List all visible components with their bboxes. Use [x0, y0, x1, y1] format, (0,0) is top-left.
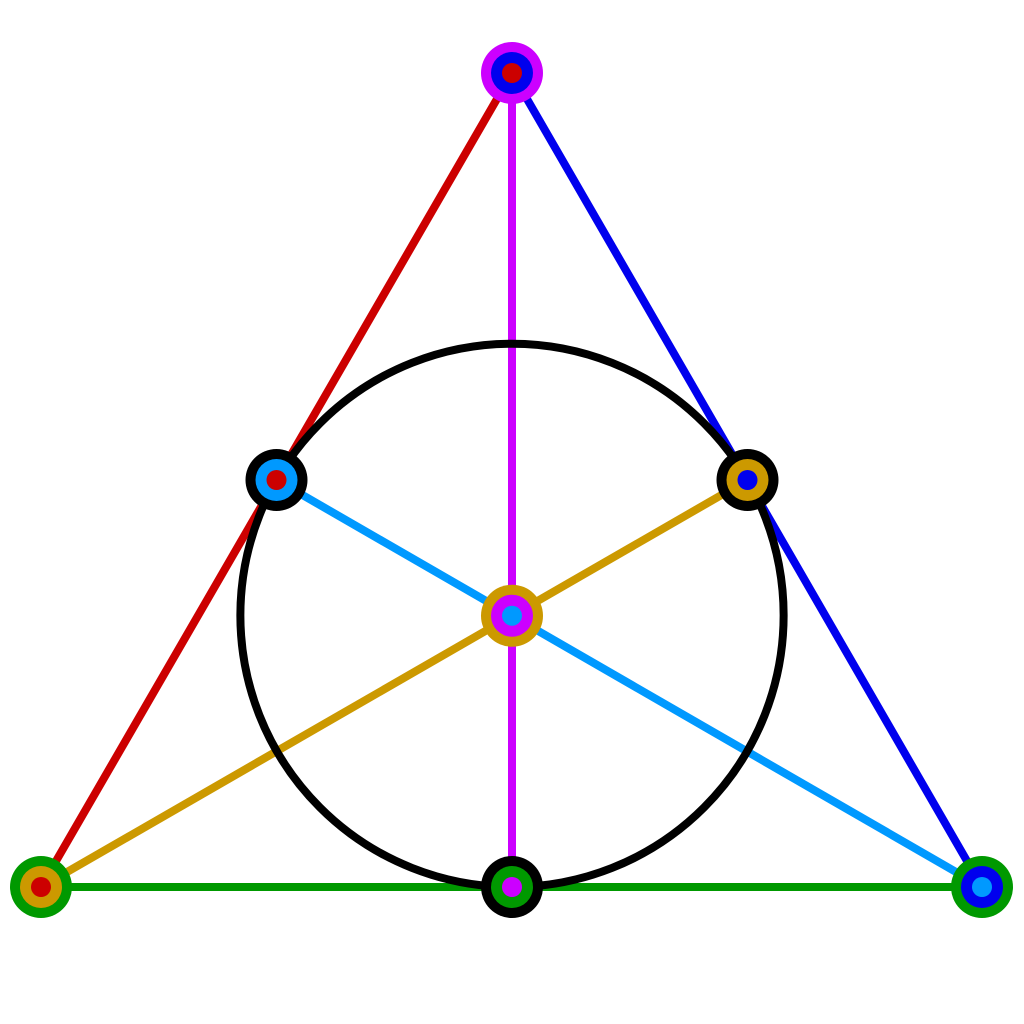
point-centroid	[481, 584, 543, 647]
point-left-mid	[245, 449, 308, 511]
point-left-mid-center	[266, 470, 287, 490]
point-bottom-left-center	[31, 877, 51, 897]
points-layer	[10, 42, 1013, 918]
point-bottom-right-center	[972, 877, 992, 897]
point-bottom-left	[10, 856, 72, 918]
point-bottom-mid	[481, 856, 543, 918]
point-bottom-mid-center	[502, 877, 522, 897]
point-right-mid	[716, 449, 779, 511]
point-apex	[481, 42, 543, 104]
line-median-from-left	[39, 476, 750, 891]
line-median-from-right	[274, 476, 984, 891]
point-apex-center	[502, 63, 522, 83]
point-right-mid-center	[737, 470, 758, 490]
point-centroid-center	[502, 605, 522, 626]
point-bottom-right	[951, 856, 1013, 918]
